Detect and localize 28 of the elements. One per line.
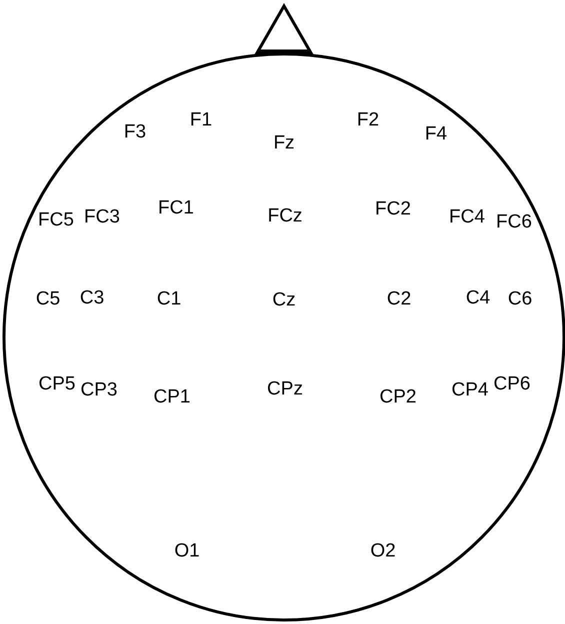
electrode-label: F3 bbox=[124, 122, 146, 142]
electrode-label: CP2 bbox=[380, 388, 416, 406]
electrode-label: O1 bbox=[174, 542, 200, 560]
electrode-label: FC5 bbox=[38, 210, 74, 230]
electrode-label: F1 bbox=[190, 110, 212, 130]
electrode-label: FC1 bbox=[158, 198, 194, 218]
electrode-label: CPz bbox=[267, 380, 303, 398]
electrode-label: FC3 bbox=[84, 208, 120, 226]
electrode-label: CP4 bbox=[452, 380, 488, 400]
electrode-label: C5 bbox=[36, 290, 60, 308]
electrode-label: FC6 bbox=[496, 212, 532, 232]
electrode-label: C6 bbox=[508, 290, 532, 308]
electrode-label: C2 bbox=[386, 290, 412, 308]
electrode-label: Fz bbox=[273, 134, 295, 152]
electrode-label: F4 bbox=[424, 124, 448, 144]
electrode-label: CP3 bbox=[80, 380, 118, 400]
electrode-label: CP1 bbox=[154, 388, 190, 406]
electrode-label: Cz bbox=[272, 290, 296, 310]
electrode-label: FC2 bbox=[375, 200, 411, 218]
electrode-label: FC4 bbox=[449, 208, 485, 226]
electrode-label: C4 bbox=[466, 288, 490, 308]
electrode-label: C1 bbox=[156, 290, 182, 308]
electrode-label: FCz bbox=[268, 206, 302, 226]
electrode-label: F2 bbox=[356, 110, 380, 130]
electrode-label: C3 bbox=[80, 288, 104, 308]
electrode-label: CP6 bbox=[494, 374, 530, 394]
electrode-label: O2 bbox=[370, 542, 396, 560]
electrode-label: CP5 bbox=[38, 374, 76, 394]
